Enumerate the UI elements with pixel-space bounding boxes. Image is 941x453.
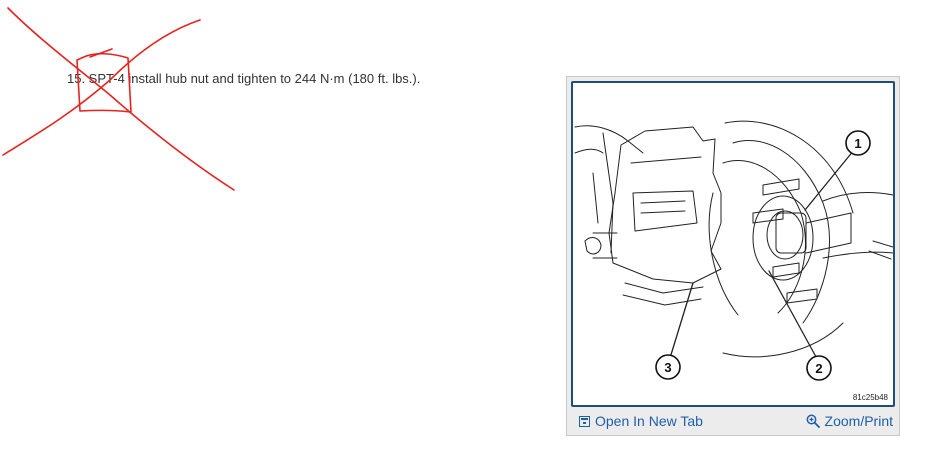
svg-text:1: 1 <box>854 136 861 151</box>
zoom-print-link[interactable]: Zoom/Print <box>806 413 893 429</box>
svg-text:2: 2 <box>815 361 822 376</box>
figure-code: 81c25b48 <box>852 393 888 402</box>
hub-nut-illustration: 1 2 3 <box>574 120 893 381</box>
magnifier-plus-icon <box>806 414 820 428</box>
figure-panel: 1 2 3 81c25b48 Open In New Tab <box>566 76 900 436</box>
markup-stroke-b <box>2 19 201 156</box>
step-text: 15. SPT-4 install hub nut and tighten to… <box>67 71 421 86</box>
open-in-new-tab-label: Open In New Tab <box>595 413 703 429</box>
figure-image[interactable]: 1 2 3 81c25b48 <box>571 81 895 407</box>
svg-text:3: 3 <box>664 360 671 375</box>
open-in-new-tab-icon <box>579 415 590 427</box>
zoom-print-label: Zoom/Print <box>824 413 893 429</box>
markup-stroke-a <box>7 7 235 191</box>
markup-box-tail <box>89 48 113 58</box>
red-cross-out-markup <box>2 7 235 191</box>
callout-2: 2 <box>806 355 832 381</box>
callout-3: 3 <box>655 354 681 380</box>
open-in-new-tab-link[interactable]: Open In New Tab <box>579 413 703 429</box>
callout-1: 1 <box>845 130 871 156</box>
